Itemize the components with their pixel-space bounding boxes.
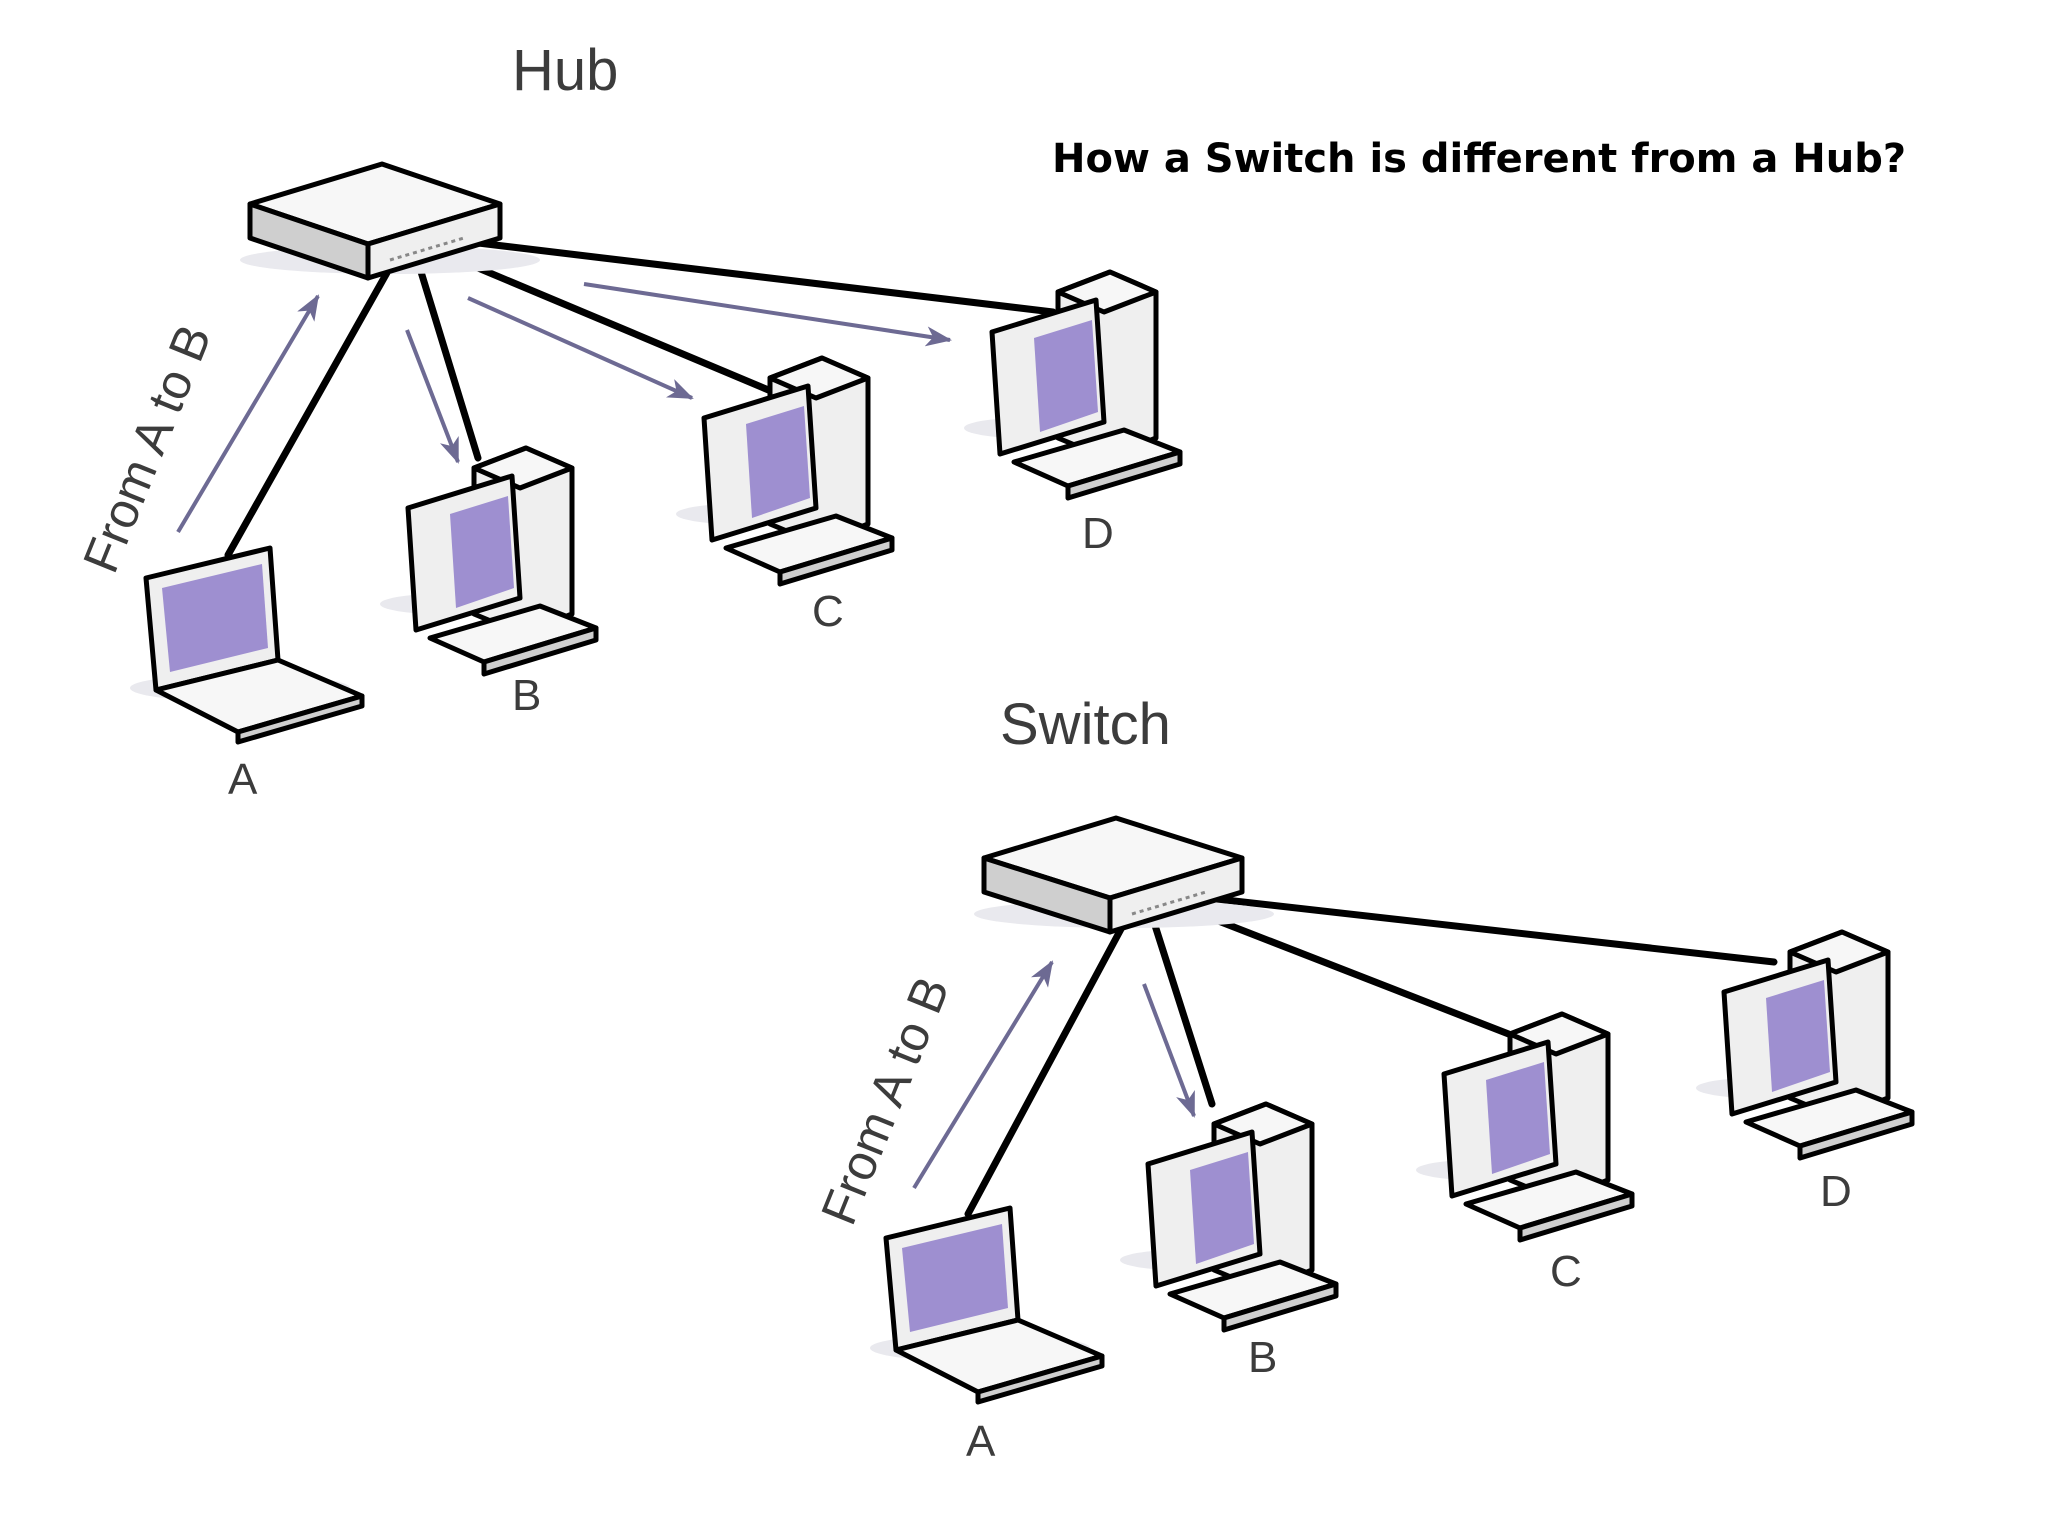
switch-icon	[974, 815, 1274, 935]
hub-arrow-to-d	[583, 282, 952, 347]
hub-flow-arrows	[176, 282, 952, 534]
hub-arrow-to-b	[405, 329, 460, 464]
switch-node-b	[1120, 1101, 1339, 1333]
hub-node-c	[676, 355, 895, 587]
laptop-icon	[130, 545, 365, 745]
switch-node-c	[1416, 1011, 1635, 1243]
screen	[1034, 320, 1098, 432]
hub-diagram: Hub	[72, 38, 1183, 804]
screen	[162, 564, 268, 672]
screen	[1766, 980, 1830, 1092]
switch-title: Switch	[1000, 692, 1171, 757]
hub-cable-d	[466, 238, 1057, 316]
desktop-computer-icon	[1696, 929, 1915, 1161]
screen	[1190, 1152, 1254, 1264]
switch-node-a-label: A	[966, 1417, 996, 1466]
slide-title: How a Switch is different from a Hub?	[1052, 136, 1907, 182]
hub-node-b-label: B	[512, 671, 541, 720]
switch-diagram: Switch	[810, 692, 1915, 1466]
switch-cable-a	[964, 912, 1132, 1218]
switch-flow-label: From A to B	[810, 969, 960, 1232]
laptop-icon	[870, 1205, 1105, 1405]
switch-node-d	[1696, 929, 1915, 1161]
hub-flow-label: From A to B	[72, 317, 222, 580]
desktop-computer-icon	[1416, 1011, 1635, 1243]
desktop-computer-icon	[1120, 1101, 1339, 1333]
hub-node-a	[130, 545, 365, 745]
screen	[902, 1224, 1008, 1332]
hub-cable-b	[414, 258, 482, 462]
desktop-computer-icon	[964, 269, 1183, 501]
hub-title: Hub	[512, 38, 618, 103]
switch-node-a	[870, 1205, 1105, 1405]
switch-node-d-label: D	[1820, 1167, 1852, 1216]
desktop-computer-icon	[380, 445, 599, 677]
screen	[746, 406, 810, 518]
hub-cables	[224, 238, 1057, 559]
hub-node-c-label: C	[812, 587, 844, 636]
screen	[450, 496, 514, 608]
switch-arrow-to-b	[1142, 983, 1196, 1118]
switch-cable-d	[1204, 894, 1778, 966]
hub-icon	[240, 161, 540, 281]
screen	[1486, 1062, 1550, 1174]
switch-node-b-label: B	[1248, 1333, 1277, 1382]
switch-flow-arrows	[912, 960, 1196, 1190]
hub-node-d	[964, 269, 1183, 501]
hub-cable-c	[436, 248, 782, 398]
switch-cables	[964, 894, 1778, 1218]
hub-node-d-label: D	[1082, 509, 1114, 558]
switch-arrow-a-to-switch	[912, 960, 1054, 1190]
hub-arrow-a-to-hub	[176, 294, 320, 534]
desktop-computer-icon	[676, 355, 895, 587]
hub-node-b	[380, 445, 599, 677]
hub-cable-a	[224, 258, 397, 559]
switch-node-c-label: C	[1550, 1247, 1582, 1296]
switch-cable-b	[1148, 912, 1216, 1108]
switch-cable-c	[1176, 902, 1528, 1044]
hub-node-a-label: A	[228, 755, 258, 804]
hub-arrow-to-c	[467, 296, 694, 400]
